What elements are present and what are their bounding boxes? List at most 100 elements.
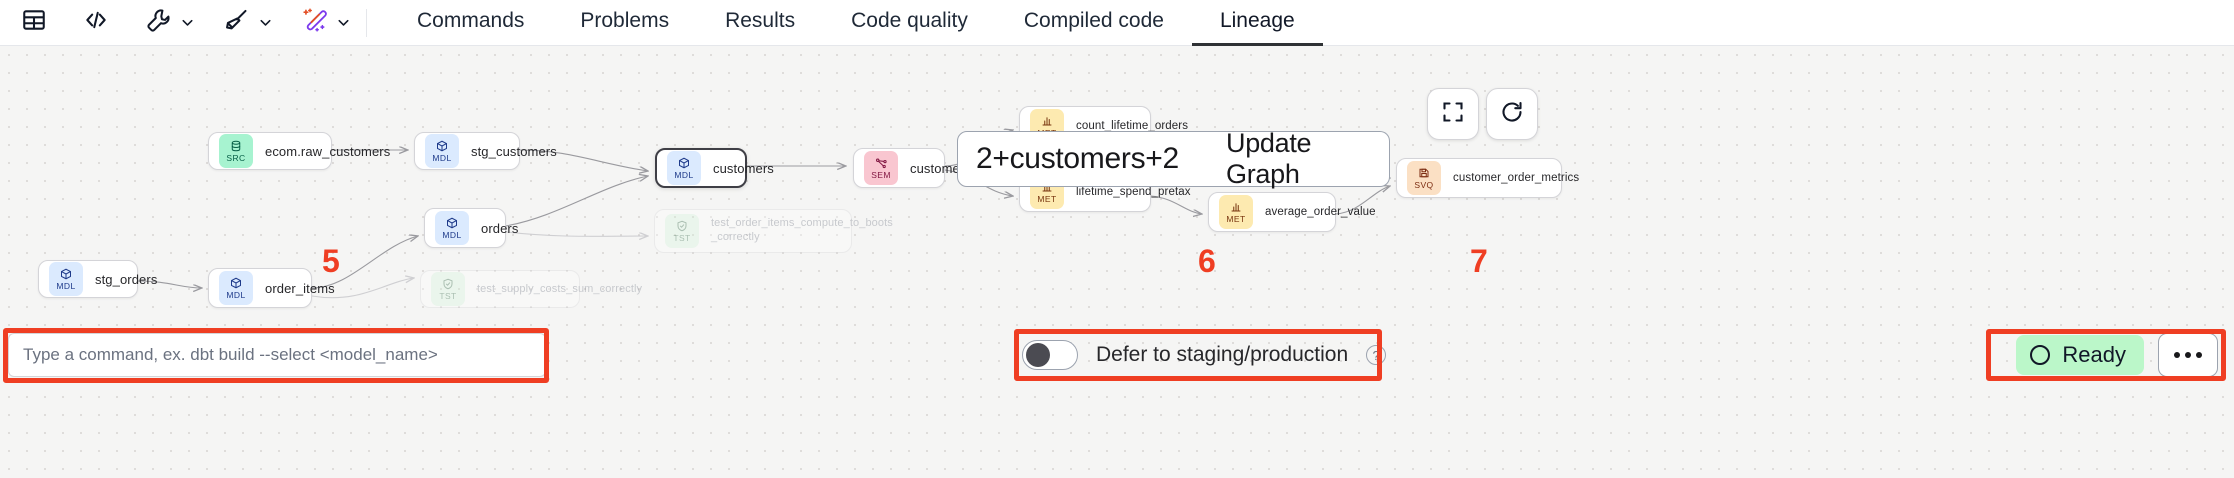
cube-icon [60, 268, 72, 281]
format-menu-group[interactable] [216, 3, 274, 43]
ai-assist-chevron-down-icon[interactable] [334, 14, 352, 31]
lineage-node-label: stg_orders [95, 271, 158, 287]
ellipsis-dot [2196, 352, 2202, 358]
update-graph-label: Update Graph [1226, 128, 1312, 189]
build-chevron-down-icon[interactable] [178, 14, 196, 31]
tab-commands[interactable]: Commands [417, 9, 525, 32]
lineage-node-label: lifetime_spend_pretax [1076, 186, 1191, 198]
node-type-badge-mdl: MDL [49, 262, 83, 296]
lineage-node-label: order_items [265, 280, 335, 296]
bar-chart-icon [1230, 201, 1242, 214]
status-label: Ready [2062, 342, 2126, 367]
status-badge[interactable]: Ready [2016, 335, 2144, 375]
tab-problems[interactable]: Problems [580, 9, 670, 32]
broom-icon [223, 7, 250, 39]
defer-toggle-knob [1026, 343, 1050, 367]
lineage-node-test-supply-costs[interactable]: TST test_supply_costs_sum_correctly [420, 270, 642, 308]
defer-toggle[interactable] [1022, 340, 1078, 370]
magic-wand-icon [301, 7, 328, 39]
refresh-icon [1500, 100, 1524, 129]
lineage-node-customers-model[interactable]: MDL customers [655, 148, 774, 188]
node-type-label: SRC [226, 152, 246, 163]
status-group: Ready [2016, 333, 2218, 377]
node-type-label: SEM [871, 169, 891, 180]
cube-icon [436, 140, 448, 153]
defer-label: Defer to staging/production [1096, 343, 1349, 366]
ai-assist-menu-group[interactable] [294, 3, 352, 43]
lineage-node-stg-orders[interactable]: MDL stg_orders [38, 260, 157, 298]
command-bar [8, 333, 546, 377]
expand-icon [1441, 100, 1465, 129]
more-options-button[interactable] [2158, 333, 2218, 377]
node-type-badge-tst: TST [665, 214, 699, 248]
lineage-node-order-items[interactable]: MDL order_items [208, 268, 335, 308]
format-button[interactable] [216, 3, 256, 43]
node-type-badge-mdl: MDL [425, 134, 459, 168]
node-type-badge-svq: SVQ [1407, 161, 1441, 195]
database-icon [230, 140, 242, 153]
cube-icon [446, 217, 458, 230]
command-input[interactable] [8, 333, 546, 377]
ellipsis-dot [2185, 352, 2191, 358]
lineage-node-customers-semantic[interactable]: SEM customers [853, 148, 971, 188]
fit-to-screen-button[interactable] [1427, 88, 1479, 140]
table-view-icon [21, 7, 47, 38]
editor-toolbar: Commands Problems Results Code quality C… [0, 0, 2234, 46]
lineage-node-average-order-value[interactable]: MET average_order_value [1208, 192, 1375, 232]
node-type-label: SVQ [1414, 179, 1434, 190]
update-graph-button[interactable]: Update Graph [1226, 128, 1390, 189]
tab-code-quality[interactable]: Code quality [851, 9, 968, 32]
lineage-node-label: orders [481, 220, 519, 236]
lineage-node-label: ecom.raw_customers [265, 143, 391, 159]
ellipsis-dot [2174, 352, 2180, 358]
code-view-button[interactable] [76, 3, 116, 43]
status-ring-icon [2030, 345, 2051, 365]
panel-tabs: Commands Problems Results Code quality C… [389, 0, 1323, 46]
lineage-node-label: average_order_value [1265, 206, 1376, 218]
ai-assist-button[interactable] [294, 3, 334, 43]
cube-icon [678, 157, 690, 170]
bar-chart-icon [1041, 115, 1053, 128]
lineage-node-label: customers [713, 160, 774, 176]
code-view-icon [83, 7, 109, 38]
lineage-node-label: count_lifetime_orders [1076, 120, 1189, 132]
lineage-node-label: customer_order_metrics [1453, 172, 1580, 184]
node-type-label: TST [673, 232, 691, 243]
tab-lineage[interactable]: Lineage [1191, 0, 1323, 46]
node-type-label: TST [439, 290, 457, 301]
lineage-node-label: test_order_items_compute_to_boots _corre… [711, 217, 893, 243]
node-type-label: MET [1037, 193, 1057, 204]
tab-compiled-code[interactable]: Compiled code [1023, 9, 1164, 32]
node-type-label: MDL [56, 280, 76, 291]
lineage-node-customer-order-metrics[interactable]: SVQ customer_order_metrics [1396, 158, 1579, 198]
lineage-node-label: customers [910, 160, 971, 176]
node-type-badge-mdl: MDL [667, 151, 701, 185]
defer-control-group: Defer to staging/production ? [1022, 334, 1387, 376]
table-view-button[interactable] [14, 3, 54, 43]
lineage-node-orders[interactable]: MDL orders [424, 208, 518, 248]
node-type-badge-src: SRC [219, 134, 253, 168]
graph-selector-value: 2+customers+2 [976, 142, 1179, 175]
help-icon[interactable]: ? [1366, 345, 1387, 365]
build-button[interactable] [138, 3, 178, 43]
semantic-graph-icon [875, 157, 888, 170]
build-menu-group[interactable] [138, 3, 196, 43]
toolbar-icon-group [0, 0, 389, 46]
format-chevron-down-icon[interactable] [256, 14, 274, 31]
lineage-node-stg-customers[interactable]: MDL stg_customers [414, 132, 557, 170]
node-type-badge-met: MET [1219, 195, 1253, 229]
lineage-graph-canvas[interactable]: SRC ecom.raw_customers MDL stg_customers… [0, 46, 2234, 478]
check-shield-icon [676, 220, 688, 233]
node-type-label: MDL [432, 152, 452, 163]
tab-results[interactable]: Results [725, 9, 796, 32]
lineage-node-ecom-raw-customers[interactable]: SRC ecom.raw_customers [208, 132, 390, 170]
lineage-node-test-order-items[interactable]: TST test_order_items_compute_to_boots _c… [654, 209, 893, 253]
node-type-badge-tst: TST [431, 272, 465, 306]
node-type-label: MDL [226, 289, 246, 300]
node-type-badge-mdl: MDL [219, 271, 253, 305]
node-type-label: MET [1226, 213, 1246, 224]
node-type-label: MDL [674, 169, 694, 180]
lineage-node-label: test_supply_costs_sum_correctly [477, 283, 643, 295]
wrench-icon [145, 7, 172, 39]
refresh-graph-button[interactable] [1486, 88, 1538, 140]
